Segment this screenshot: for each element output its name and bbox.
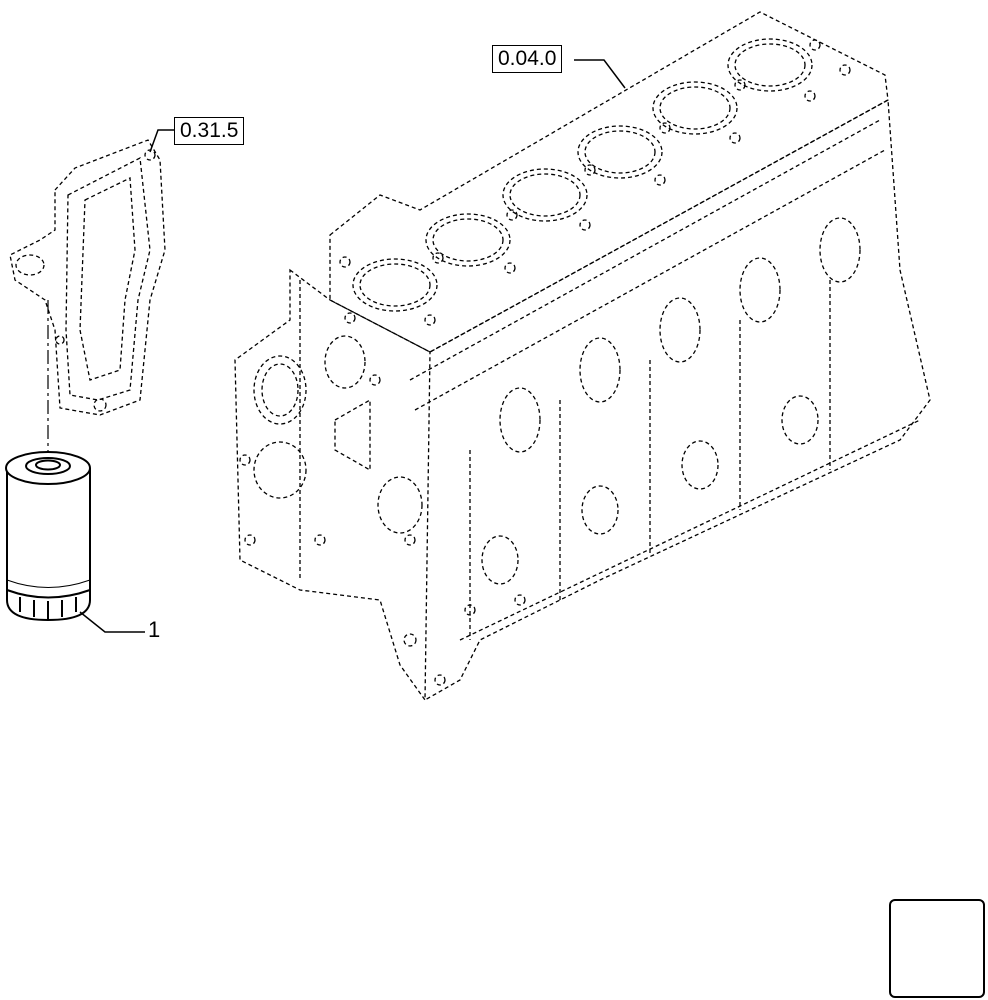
leader-filter-head: [149, 129, 174, 153]
reference-filter-head[interactable]: 0.31.5: [174, 117, 245, 145]
oil-filter-part: [5, 451, 91, 622]
leader-oil-filter: [79, 611, 145, 633]
reference-engine-block[interactable]: 0.04.0: [492, 45, 563, 73]
engine-block-phantom: [234, 11, 931, 702]
previous-page-button[interactable]: [889, 899, 985, 998]
leader-engine-block: [574, 59, 626, 89]
callout-oil-filter: 1: [148, 617, 161, 642]
filter-head-phantom: [9, 139, 166, 416]
